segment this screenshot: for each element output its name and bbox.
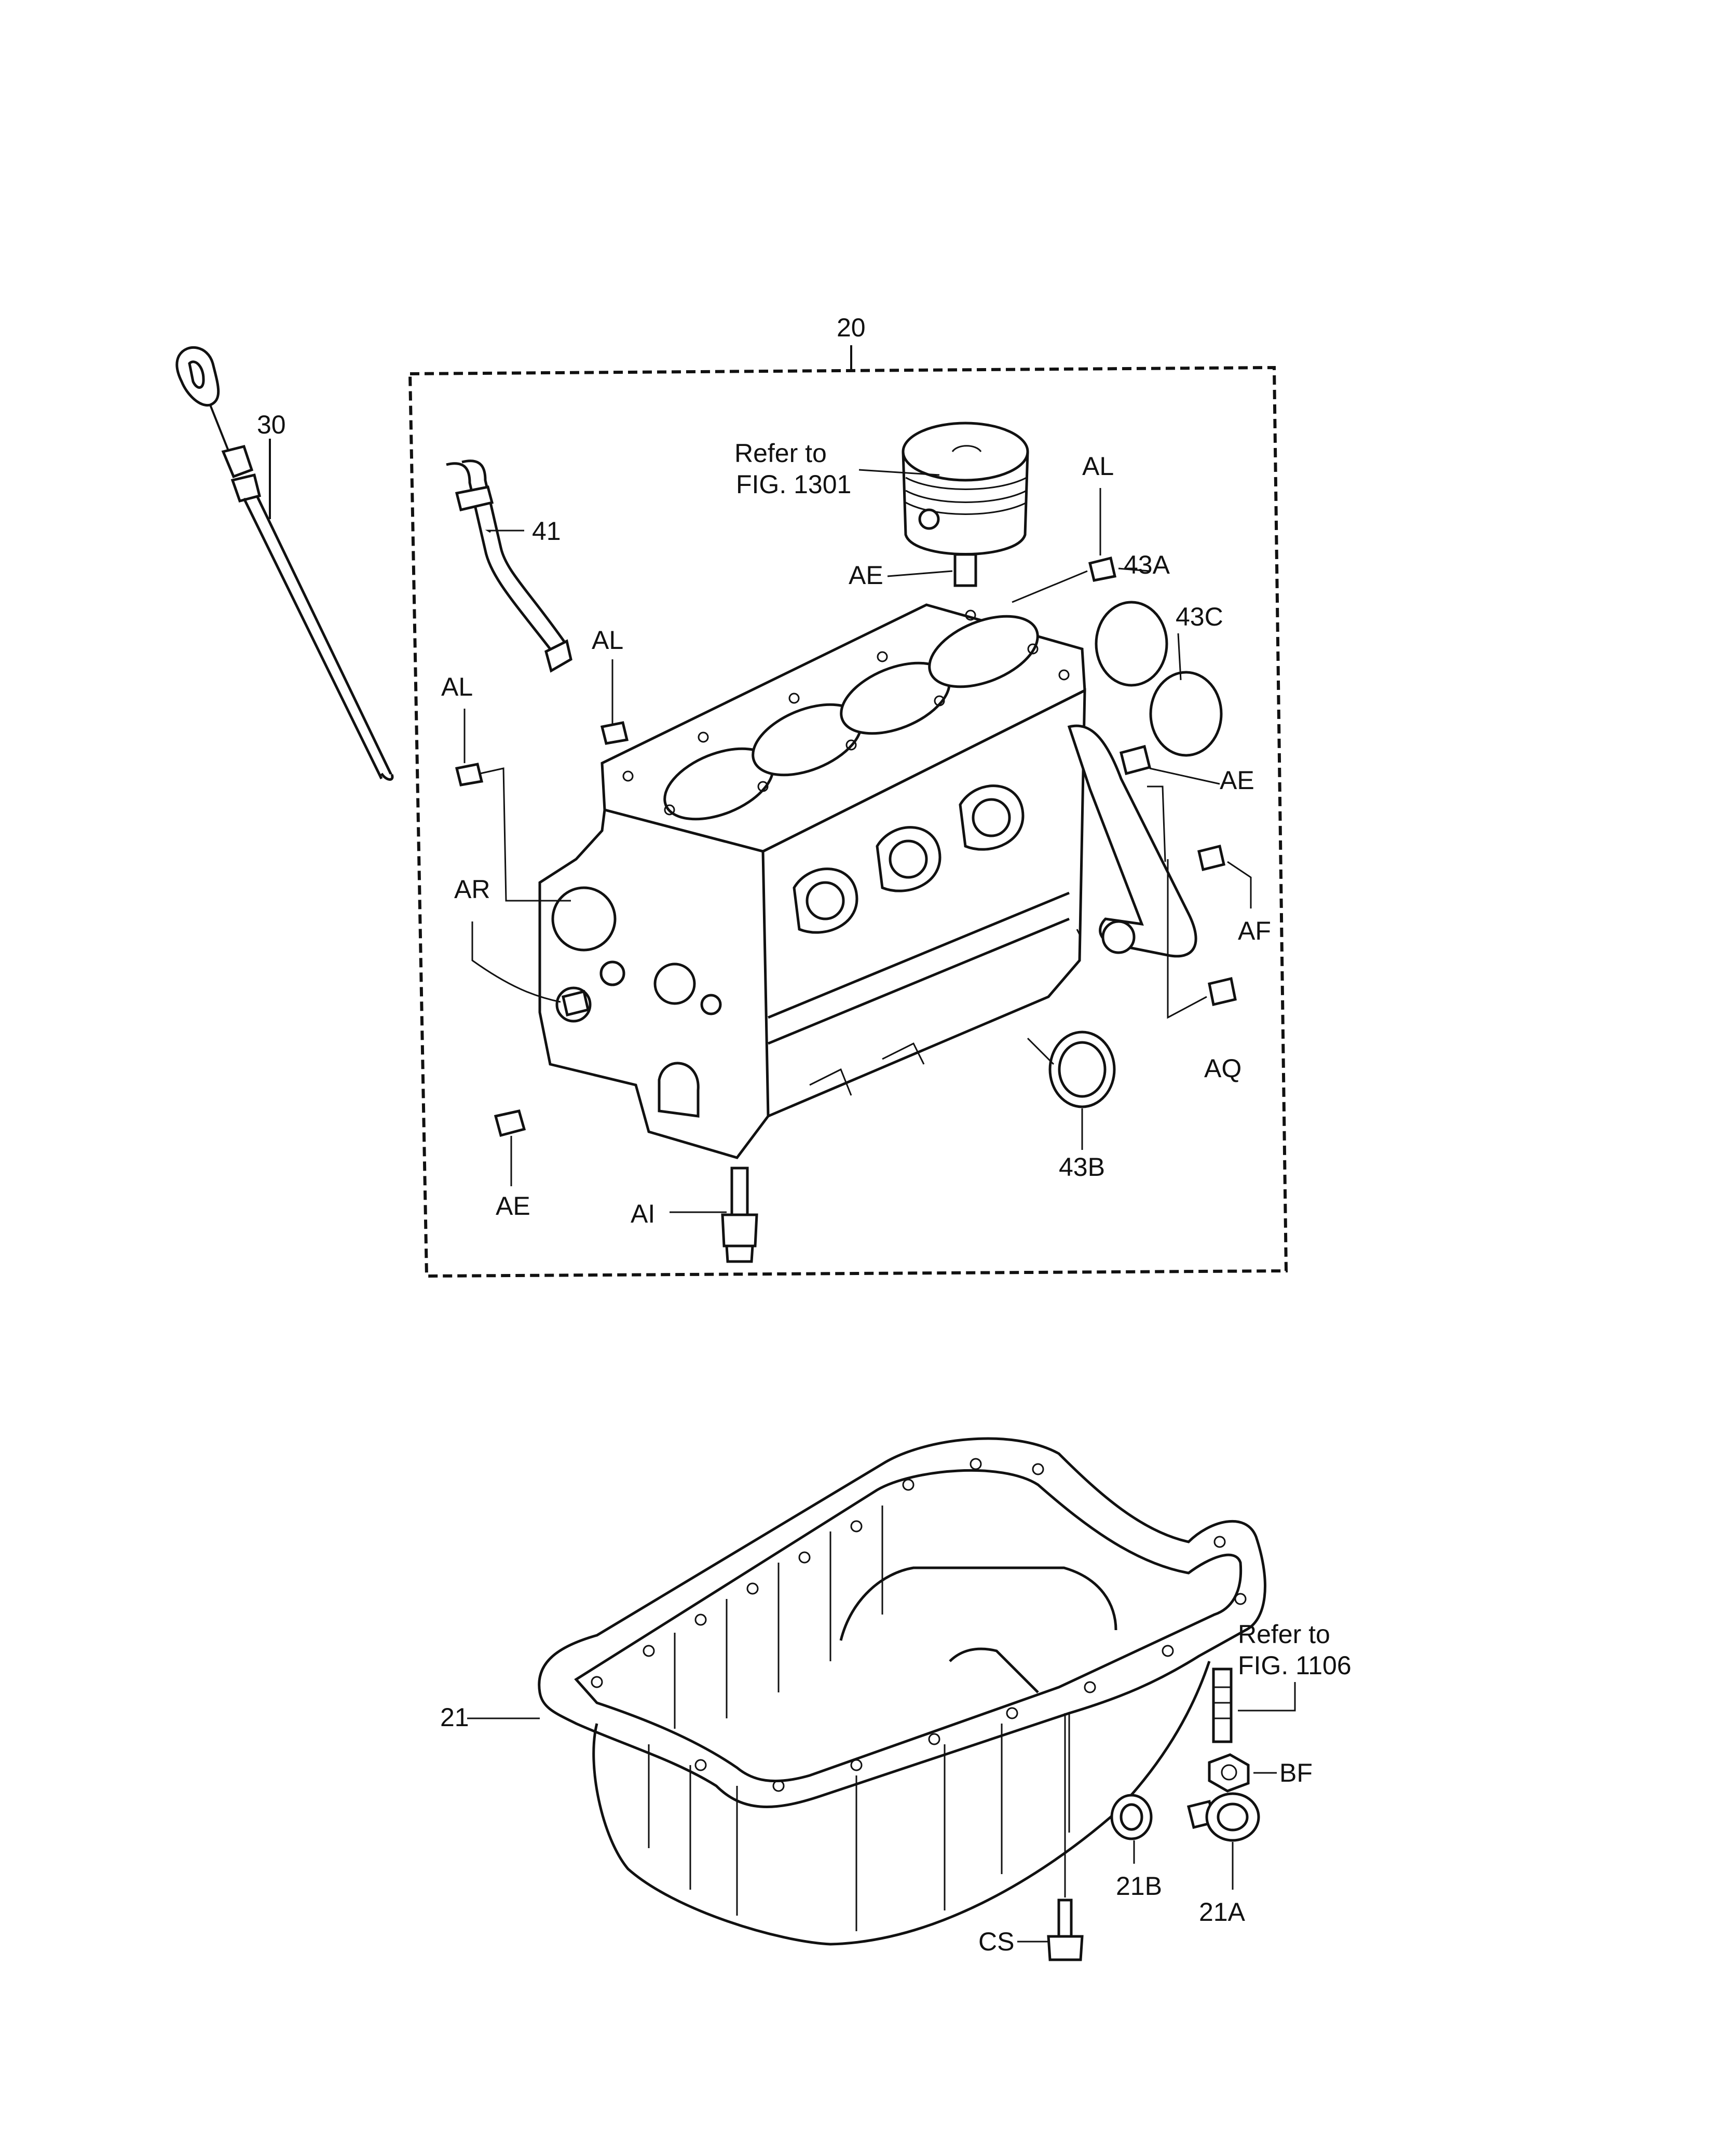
- nut-bf: [1208, 1753, 1250, 1793]
- label-bf: BF: [1279, 1758, 1313, 1787]
- plug-al-left: [455, 763, 484, 787]
- label-21a: 21A: [1199, 1897, 1246, 1927]
- label-ai: AI: [631, 1199, 655, 1228]
- label-21: 21: [440, 1703, 469, 1732]
- leader-lines-lower: [467, 1682, 1296, 1943]
- dipstick-guide-tube: [446, 459, 572, 673]
- cylinder-block: [538, 603, 1197, 1159]
- label-cs: CS: [978, 1927, 1014, 1956]
- label-al-top: AL: [1082, 452, 1114, 481]
- label-refer-fig-1106-line1: Refer to: [1238, 1620, 1330, 1649]
- label-21b: 21B: [1116, 1872, 1162, 1901]
- label-af: AF: [1238, 916, 1271, 945]
- label-30: 30: [257, 410, 286, 439]
- plug-al-top: [1088, 556, 1117, 582]
- plug-al-mid: [600, 721, 629, 745]
- label-refer-fig-1106-line2: FIG. 1106: [1238, 1651, 1352, 1680]
- gasket-21b: [1110, 1794, 1153, 1840]
- oil-dipstick: [175, 346, 394, 781]
- stud-bolt: [1212, 1667, 1233, 1743]
- pan-flange-bolt-holes: [591, 1458, 1247, 1792]
- dowel-ae-right: [1119, 744, 1152, 776]
- label-al-mid: AL: [592, 626, 623, 655]
- label-43b: 43B: [1059, 1152, 1105, 1182]
- label-ar: AR: [454, 875, 490, 904]
- dowel-ae-bottom: [494, 1109, 526, 1137]
- leader-lines-upper: [269, 439, 1252, 1213]
- callout-labels: 20 30 41 Refer to FIG. 1301 AL 43A 43C A…: [257, 313, 1352, 1956]
- dowel-af: [1197, 844, 1225, 872]
- label-43a: 43A: [1124, 550, 1170, 579]
- label-41: 41: [532, 517, 561, 546]
- label-aq: AQ: [1204, 1054, 1241, 1083]
- label-ae-piston: AE: [849, 561, 883, 590]
- label-ae-right: AE: [1220, 766, 1254, 795]
- deck-bolt-holes: [622, 609, 1070, 816]
- label-43c: 43C: [1176, 602, 1223, 631]
- drain-plug-21a: [1186, 1792, 1260, 1842]
- piston: [902, 422, 1029, 587]
- label-refer-fig-1301-line1: Refer to: [734, 439, 827, 468]
- plug-ar: [562, 989, 590, 1017]
- label-20: 20: [837, 313, 866, 342]
- cylinder-block-assembly-frame: [408, 345, 1288, 1278]
- label-ae-bottom: AE: [496, 1191, 530, 1221]
- rear-oil-seal: [1048, 1030, 1116, 1108]
- expansion-plugs: [1095, 601, 1223, 757]
- label-refer-fig-1301-line2: FIG. 1301: [736, 470, 851, 499]
- plug-aq: [1208, 977, 1237, 1007]
- oil-jet-bolt-ai: [721, 1167, 758, 1263]
- label-al-left: AL: [441, 672, 473, 701]
- oil-pan: [538, 1437, 1266, 1946]
- bolt-cs: [1047, 1899, 1084, 1961]
